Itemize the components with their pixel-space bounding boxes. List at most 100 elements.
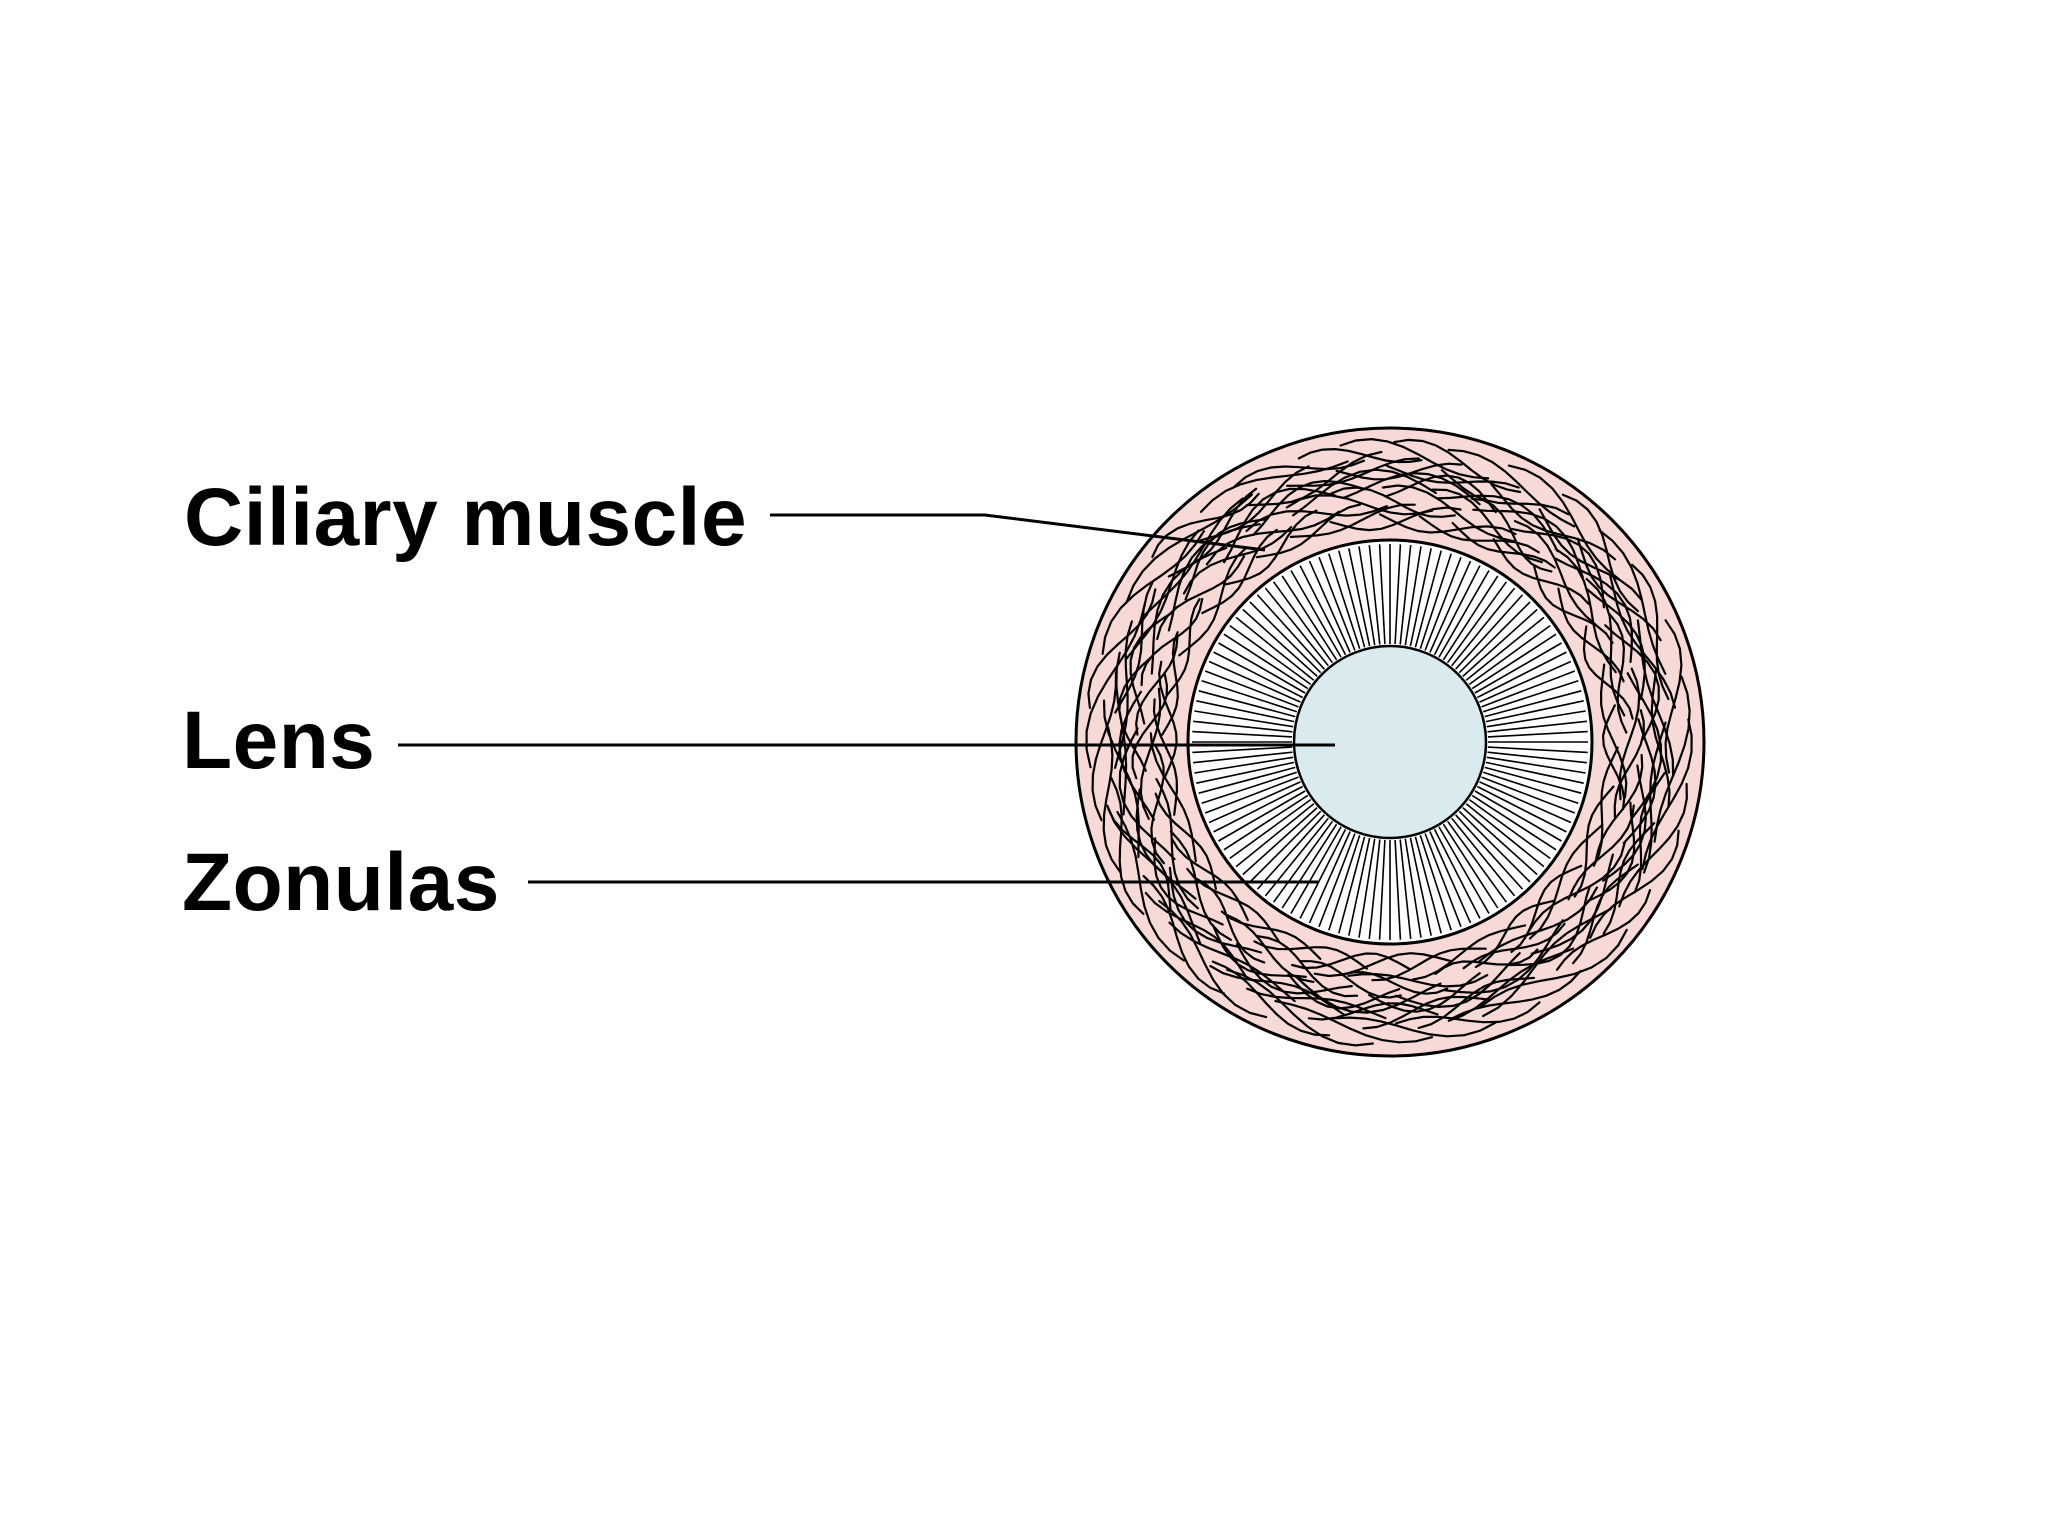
- muscle-fiber: [1417, 976, 1536, 1029]
- muscle-fiber: [1142, 875, 1226, 995]
- muscle-fiber: [1608, 573, 1677, 709]
- muscle-fiber: [1538, 508, 1643, 601]
- muscle-fiber: [1622, 718, 1657, 845]
- zonula-fiber: [1482, 771, 1579, 804]
- muscle-fiber: [1371, 947, 1487, 982]
- muscle-fiber: [1152, 698, 1179, 816]
- zonula-fiber: [1455, 594, 1524, 670]
- muscle-fiber: [1434, 948, 1539, 975]
- zonula-fiber: [1213, 651, 1304, 699]
- muscle-fiber: [1114, 620, 1133, 769]
- zonula-fiber: [1218, 642, 1306, 694]
- zonula-fiber: [1404, 838, 1422, 938]
- muscle-fiber: [1195, 877, 1266, 964]
- label-lens: Lens: [182, 695, 376, 786]
- muscle-fiber: [1477, 886, 1599, 964]
- zonula-fiber: [1281, 575, 1338, 661]
- zonula-fiber: [1482, 680, 1579, 713]
- muscle-fiber: [1199, 465, 1310, 542]
- zonula-fiber: [1481, 776, 1576, 814]
- zonula-fiber: [1196, 761, 1295, 784]
- zonula-fiber: [1229, 798, 1312, 860]
- muscle-fiber: [1385, 464, 1520, 489]
- zonula-fiber: [1318, 833, 1356, 928]
- muscle-fiber: [1490, 483, 1617, 561]
- zonula-fiber: [1308, 831, 1351, 924]
- zonula-fiber: [1481, 670, 1576, 708]
- muscle-fiber: [1170, 837, 1249, 922]
- zonula-fiber: [1328, 834, 1361, 931]
- muscle-fiber: [1362, 995, 1492, 1030]
- zonula-fiber: [1429, 831, 1472, 924]
- muscle-fiber: [1166, 598, 1201, 697]
- zonula-fiber: [1338, 836, 1366, 934]
- zonula-fiber: [1235, 803, 1315, 868]
- zonula-fiber: [1451, 817, 1516, 897]
- muscle-fiber: [1567, 804, 1635, 901]
- zonula-fiber: [1419, 834, 1452, 931]
- muscle-fiber: [1285, 494, 1434, 516]
- zonula-fiber: [1486, 710, 1586, 728]
- zonula-fiber: [1404, 546, 1422, 646]
- muscle-fiber: [1368, 972, 1481, 1013]
- zonula-fiber: [1414, 550, 1442, 648]
- muscle-fiber: [1182, 525, 1293, 595]
- zonula-fiber: [1368, 839, 1381, 939]
- muscle-fiber: [1085, 603, 1146, 769]
- zonula-fiber: [1328, 553, 1361, 650]
- zonula-fiber: [1465, 616, 1545, 681]
- muscle-fiber: [1602, 822, 1656, 935]
- zonula-fiber: [1368, 545, 1381, 645]
- muscle-fiber: [1224, 509, 1318, 586]
- zonula-fiber: [1249, 810, 1322, 883]
- zonula-fiber: [1458, 810, 1531, 883]
- zonula-fiber: [1424, 556, 1462, 651]
- muscle-fiber: [1447, 448, 1576, 528]
- zonula-fiber: [1281, 823, 1338, 909]
- muscle-fiber: [1255, 934, 1359, 998]
- muscle-fiber: [1393, 438, 1522, 494]
- muscle-fiber: [1144, 891, 1249, 980]
- muscle-fiber: [1440, 469, 1570, 516]
- muscle-fiber: [1479, 928, 1628, 1008]
- muscle-fiber: [1561, 493, 1639, 613]
- muscle-fiber: [1474, 899, 1555, 968]
- zonula-fiber: [1487, 746, 1588, 754]
- zonula-fiber: [1338, 550, 1366, 648]
- muscle-fiber: [1631, 563, 1670, 701]
- lens-disc: [1292, 644, 1488, 840]
- muscle-fiber: [1586, 588, 1646, 701]
- zonula-fiber: [1194, 756, 1294, 774]
- zonula-fiber: [1198, 690, 1296, 718]
- zonula-fiber: [1223, 794, 1309, 851]
- muscle-fiber: [1209, 965, 1345, 1016]
- zonula-fiber: [1433, 828, 1481, 919]
- zonula-fiber: [1485, 700, 1584, 723]
- zonula-fiber: [1487, 730, 1588, 738]
- zonula-fiber: [1394, 839, 1402, 940]
- muscle-fiber: [1492, 538, 1590, 606]
- zonula-fiber: [1218, 790, 1306, 842]
- zonula-fiber: [1458, 601, 1531, 674]
- muscle-fiber: [1555, 889, 1652, 971]
- muscle-fiber: [1107, 808, 1172, 912]
- zonula-fiber: [1424, 833, 1462, 928]
- muscle-fiber: [1296, 976, 1442, 1014]
- zonula-fiber: [1409, 837, 1432, 936]
- muscle-fiber: [1158, 660, 1178, 779]
- muscle-fiber: [1532, 564, 1614, 644]
- zonula-fiber: [1348, 837, 1371, 936]
- muscle-fiber: [1292, 468, 1437, 517]
- zonula-fiber: [1378, 839, 1386, 940]
- muscle-fiber: [1233, 459, 1366, 488]
- muscle-fiber: [1245, 505, 1388, 532]
- muscle-fiber: [1339, 437, 1490, 480]
- zonula-fiber: [1455, 814, 1524, 890]
- muscle-fiber: [1449, 969, 1582, 1020]
- zonula-fiber: [1471, 633, 1557, 690]
- muscle-fiber: [1554, 547, 1617, 674]
- zonula-fiber: [1299, 828, 1347, 919]
- muscle-fiber: [1313, 952, 1453, 978]
- muscle-fiber: [1582, 625, 1634, 720]
- muscle-fiber: [1528, 824, 1604, 940]
